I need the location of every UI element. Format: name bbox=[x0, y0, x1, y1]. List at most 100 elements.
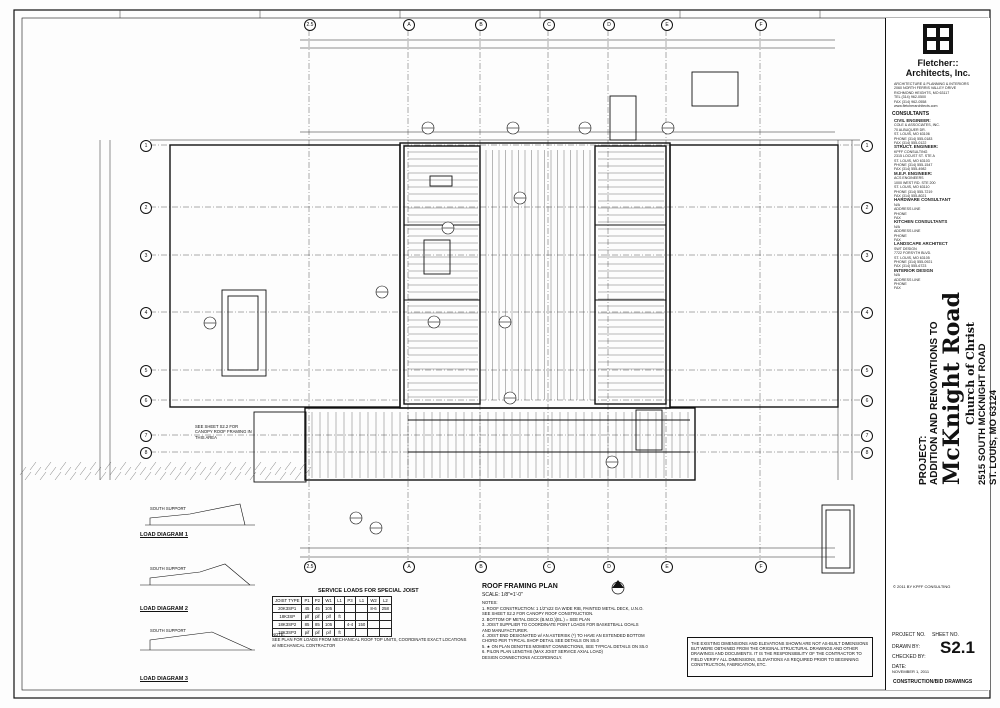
loads-header-cell: W2 bbox=[367, 596, 380, 605]
consultant-role: INTERIOR DESIGN bbox=[894, 267, 934, 273]
grid-bubble: B bbox=[475, 561, 487, 573]
loads-cell bbox=[378, 628, 392, 637]
load-diagram-support: SOUTH SUPPORT bbox=[150, 506, 186, 511]
firm-name: Fletcher:: Architects, Inc. bbox=[886, 58, 990, 78]
loads-cell bbox=[343, 612, 357, 621]
load-diagram-label: LOAD DIAGRAM 3 bbox=[140, 676, 188, 682]
plan-scale: SCALE: 1/8"=1'-0" bbox=[482, 592, 523, 598]
consultant-line: FAX bbox=[894, 237, 901, 242]
grid-bubble: B bbox=[475, 19, 487, 31]
loads-header-cell: P2 bbox=[311, 596, 323, 605]
consultant-line: ADDRESS LINE bbox=[894, 277, 921, 282]
disclaimer-text: THE EXISTING DIMENSIONS AND ELEVATIONS S… bbox=[691, 641, 869, 667]
loads-cell: 18K3SP2 bbox=[271, 620, 303, 629]
consultant-line: FAX (314) 555-0122 bbox=[894, 141, 927, 146]
project-label: PROJECT: bbox=[918, 435, 929, 485]
consultant-line: N/A bbox=[894, 273, 900, 278]
copyright: © 2011 BY KPFF CONSULTING bbox=[893, 584, 951, 589]
project-subname: Church of Christ bbox=[964, 322, 977, 425]
consultant-line: FAX bbox=[894, 286, 901, 291]
consultant-line: FAX bbox=[894, 215, 901, 220]
sheet-title: CONSTRUCTION/BID DRAWINGS bbox=[893, 679, 973, 685]
loads-note-line: NOTE: bbox=[272, 632, 285, 637]
firm-name-line2: Architects, Inc. bbox=[905, 68, 971, 78]
grid-bubble: 3 bbox=[861, 250, 873, 262]
plan-note: 3. JOIST SUPPLIER TO COORDINATE POINT LO… bbox=[482, 622, 639, 628]
disclaimer-box: THE EXISTING DIMENSIONS AND ELEVATIONS S… bbox=[687, 637, 873, 677]
plan-note: 4. JOIST END DESIGNATED w/ AN ASTERISK (… bbox=[482, 633, 645, 639]
loads-note-line: w/ MECHANICAL CONTRACTOR bbox=[272, 642, 336, 648]
grid-bubble: C bbox=[543, 19, 555, 31]
sheet-no-label: SHEET NO. bbox=[932, 632, 959, 638]
loads-cell: 105 bbox=[321, 620, 336, 629]
consultant-line: ST. LOUIS, MO 63106 bbox=[894, 132, 930, 137]
project-title-block: PROJECT: ADDITION AND RENOVATIONS TO McK… bbox=[918, 292, 999, 485]
loads-cell: 258 bbox=[378, 604, 392, 613]
grid-bubble: E bbox=[661, 561, 673, 573]
loads-cell: 105 bbox=[321, 604, 336, 613]
loads-cell: 8-6 bbox=[367, 604, 380, 613]
consultant-role: CIVIL ENGINEER: bbox=[894, 118, 931, 123]
load-diagram-support: SOUTH SUPPORT bbox=[150, 566, 186, 571]
grid-bubble: 2.5 bbox=[304, 561, 316, 573]
consultant-line: ADDRESS LINE bbox=[894, 207, 921, 212]
grid-bubble: 2 bbox=[140, 202, 152, 214]
plan-note: DESIGN CONNECTIONS ACCORDINGLY. bbox=[482, 654, 563, 660]
firm-logo-icon bbox=[923, 24, 953, 54]
loads-header-cell: L2 bbox=[378, 596, 392, 605]
consultant-line: SWT DESIGN bbox=[894, 246, 917, 251]
loads-cell bbox=[355, 604, 369, 613]
load-diagram-label: LOAD DIAGRAM 1 bbox=[140, 532, 188, 538]
plan-note: SEE SHEET S2.2 FOR CANOPY ROOF CONSTRUCT… bbox=[482, 611, 594, 617]
plan-title: ROOF FRAMING PLAN bbox=[482, 583, 558, 590]
grid-bubble: F bbox=[755, 19, 767, 31]
loads-cell bbox=[367, 612, 380, 621]
consultant-line: ST. LOUIS, MO 63105 bbox=[894, 255, 930, 260]
consultant-line: PHONE (314) 555-1547 bbox=[894, 163, 933, 168]
load-diagram-support: SOUTH SUPPORT bbox=[150, 628, 186, 633]
loads-cell bbox=[378, 620, 392, 629]
firm-address-line: 2060 NORTH FERRIS VALLEY DRIVE bbox=[894, 86, 957, 91]
loads-cell: 45 bbox=[301, 604, 313, 613]
project-address-line2: ST. LOUIS, MO 63124 bbox=[988, 389, 999, 485]
consultant-role: HARDWARE CONSULTANT bbox=[894, 197, 951, 203]
date-label: DATE: bbox=[892, 664, 907, 670]
loads-cell: ft bbox=[334, 612, 345, 621]
grid-bubble: F bbox=[755, 561, 767, 573]
project-name: McKnight Road bbox=[939, 291, 965, 485]
plan-note: AND MANUFACTURER. bbox=[482, 627, 529, 633]
loads-cell bbox=[343, 604, 357, 613]
plan-note: CHORD PER TYPICAL SHOP DETAIL SEE DETAIL… bbox=[482, 638, 599, 644]
loads-cell bbox=[343, 628, 357, 637]
grid-bubble: D bbox=[603, 19, 615, 31]
consultant-line: N/A bbox=[894, 202, 900, 207]
loads-cell: plf bbox=[321, 612, 336, 621]
grid-bubble: 3 bbox=[140, 250, 152, 262]
loads-cell bbox=[334, 604, 345, 613]
consultant-line: PHONE (314) 555-0921 bbox=[894, 260, 933, 264]
loads-cell: 85 bbox=[311, 620, 323, 629]
consultant-line: COLE & ASSOCIATES, INC. bbox=[894, 123, 940, 128]
loads-cell: 150 bbox=[355, 620, 369, 629]
consultant-line: ADDRESS LINE bbox=[894, 229, 921, 234]
firm-address-line: FAX (314) 962-0558 bbox=[894, 99, 927, 104]
grid-bubble: 6 bbox=[140, 395, 152, 407]
title-block: Fletcher:: Architects, Inc. ARCHITECTURE… bbox=[885, 18, 990, 690]
loads-cell: 85 bbox=[301, 620, 313, 629]
loads-cell bbox=[334, 620, 345, 629]
firm-address-line: www.fletcherarchitects.com bbox=[894, 104, 938, 109]
plan-notes: 1. ROOF CONSTRUCTION: 1 1/2"x22 GA WIDE … bbox=[482, 606, 648, 660]
loads-cell bbox=[355, 612, 369, 621]
plan-note: 6. PILON PLAN LENGTHS (MAX JOIST SERVICE… bbox=[482, 649, 603, 655]
sheet-number: S2.1 bbox=[940, 638, 975, 657]
service-loads-note: NOTE:SEE PLAN FOR LOADS FROM MECHANICAL … bbox=[272, 632, 466, 648]
grid-bubble: E bbox=[661, 19, 673, 31]
loads-cell: 45 bbox=[311, 604, 323, 613]
consultant-line: 7722 FORSYTH BLVD. bbox=[894, 251, 932, 256]
